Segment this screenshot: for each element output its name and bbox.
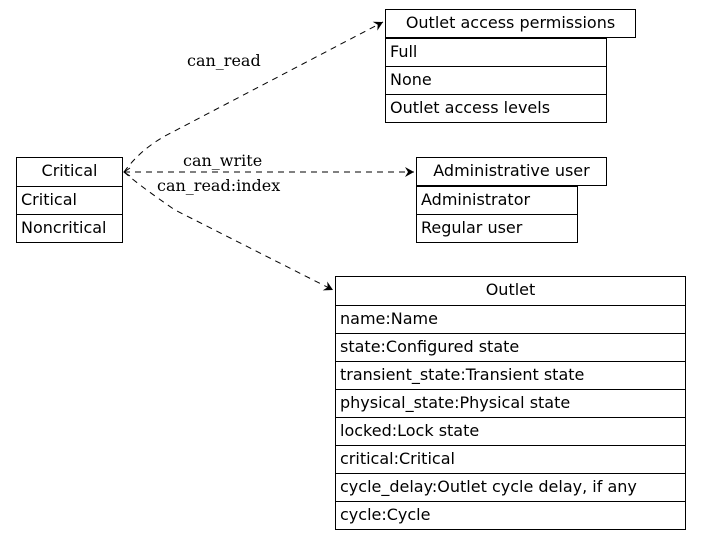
- outlet-field-state: state:Configured state: [336, 333, 685, 361]
- outlet-field-name: name:Name: [336, 305, 685, 333]
- outlet-field-cycle: cycle:Cycle: [336, 501, 685, 529]
- edge-can-read: [123, 21, 384, 173]
- outlet-field-transient-state: transient_state:Transient state: [336, 361, 685, 389]
- box-row-administrator: Administrator: [417, 186, 577, 214]
- box-row-outlet-access-levels: Outlet access levels: [386, 94, 606, 122]
- edge-can-read-index: [123, 171, 334, 291]
- outlet-field-physical-state: physical_state:Physical state: [336, 389, 685, 417]
- box-row-noncritical: Noncritical: [17, 214, 122, 242]
- box-row-regular-user: Regular user: [417, 214, 577, 242]
- box-title-outlet: Outlet: [485, 280, 536, 299]
- box-row-critical: Critical: [17, 186, 122, 214]
- edge-label-can-write: can_write: [183, 151, 263, 170]
- outlet-field-critical: critical:Critical: [336, 445, 685, 473]
- outlet-box: Outlet name:Name state:Configured state …: [335, 276, 686, 530]
- critical-enum-box: Critical Critical Noncritical: [16, 157, 123, 243]
- outlet-field-cycle-delay: cycle_delay:Outlet cycle delay, if any: [336, 473, 685, 501]
- outlet-access-permissions-box: Outlet access permissions Full None Outl…: [385, 9, 636, 123]
- edge-label-can-read-index: can_read:index: [157, 176, 281, 195]
- box-title-administrative-user: Administrative user: [416, 157, 607, 186]
- edge-label-can-read: can_read: [187, 51, 261, 70]
- box-title-outlet-access-permissions: Outlet access permissions: [385, 9, 636, 38]
- outlet-field-locked: locked:Lock state: [336, 417, 685, 445]
- administrative-user-box: Administrative user Administrator Regula…: [416, 157, 607, 243]
- box-title-critical: Critical: [41, 161, 98, 180]
- box-row-none: None: [386, 66, 606, 94]
- box-row-full: Full: [386, 38, 606, 66]
